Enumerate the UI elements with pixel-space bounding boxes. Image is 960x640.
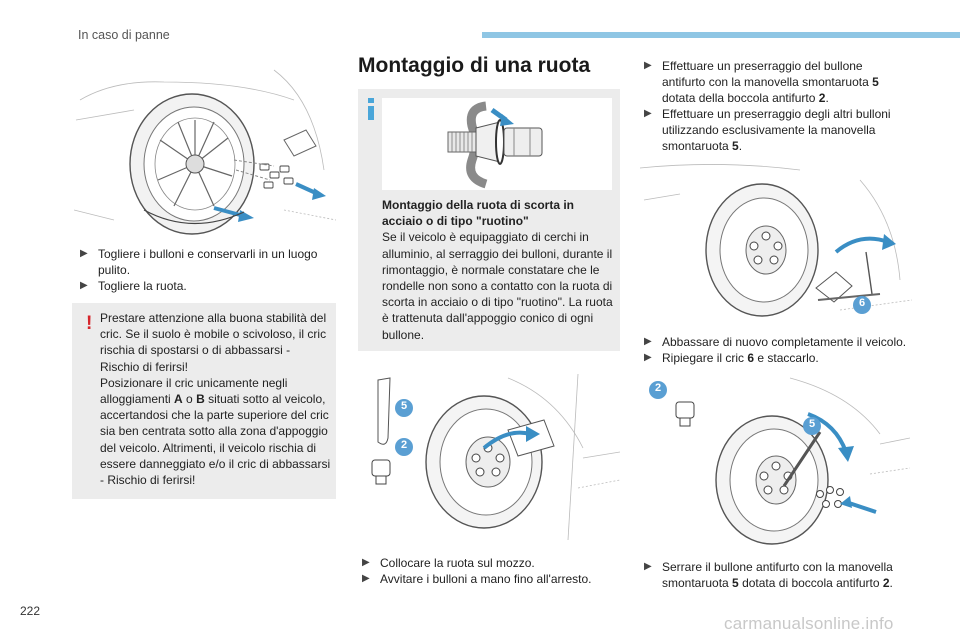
header-accent-bar: [482, 32, 960, 38]
warning-box: [72, 303, 336, 499]
callout-5: 5: [808, 418, 816, 430]
callout-5: 5: [400, 400, 408, 412]
page-number: 222: [20, 604, 41, 618]
callout-2: 2: [400, 439, 408, 451]
wheel-removal-illustration: [74, 60, 336, 238]
arrow-bullet-icon: ▶: [644, 60, 652, 71]
wheel-mounting-illustration: 5 2: [358, 368, 620, 540]
info-icon: [368, 98, 374, 120]
callout-2: 2: [654, 382, 662, 394]
list-item: ▶Ripiegare il cric 6 e staccarlo.: [644, 351, 819, 365]
info-text: Montaggio della ruota di scorta in accia…: [382, 198, 613, 342]
arrow-bullet-icon: ▶: [644, 108, 652, 119]
arrow-bullet-icon: ▶: [362, 573, 370, 584]
section-title: Montaggio di una ruota: [358, 54, 591, 77]
arrow-bullet-icon: ▶: [80, 280, 88, 291]
arrow-bullet-icon: ▶: [644, 561, 652, 572]
col3-step-bottom: ▶Serrare il bullone antifurto con la man…: [644, 559, 908, 591]
list-item: ▶Togliere i bulloni e conservarli in un …: [80, 247, 318, 277]
watermark: carmanualsonline.info: [724, 614, 894, 633]
col1-step-list: ▶Togliere i bulloni e conservarli in un …: [80, 246, 338, 294]
callout-6: 6: [858, 297, 866, 309]
col2-step-list: ▶Collocare la ruota sul mozzo. ▶Avvitare…: [362, 555, 620, 587]
arrow-bullet-icon: ▶: [362, 557, 370, 568]
list-item: ▶Abbassare di nuovo completamente il vei…: [644, 335, 907, 349]
warning-text: Prestare attenzione alla buona stabilità…: [100, 311, 331, 488]
running-header: In caso di panne: [78, 28, 170, 42]
arrow-bullet-icon: ▶: [80, 248, 88, 259]
final-tightening-illustration: 2 5: [640, 374, 910, 546]
jack-lowering-illustration: 6: [640, 160, 912, 328]
list-item: ▶Avvitare i bulloni a mano fino all'arre…: [362, 572, 592, 586]
list-item: ▶Effettuare un preserraggio del bullone …: [644, 59, 879, 105]
list-item: ▶Collocare la ruota sul mozzo.: [362, 556, 535, 570]
anti-theft-bolt-illustration: [382, 98, 612, 190]
arrow-bullet-icon: ▶: [644, 352, 652, 363]
list-item: ▶Togliere la ruota.: [80, 279, 187, 293]
list-item: ▶Effettuare un preserraggio degli altri …: [644, 107, 891, 153]
arrow-bullet-icon: ▶: [644, 336, 652, 347]
col3-step-list-top: ▶Effettuare un preserraggio del bullone …: [644, 58, 908, 154]
list-item: ▶Serrare il bullone antifurto con la man…: [644, 560, 893, 590]
warning-icon: !: [86, 313, 93, 334]
col3-step-list-mid: ▶Abbassare di nuovo completamente il vei…: [644, 334, 908, 366]
